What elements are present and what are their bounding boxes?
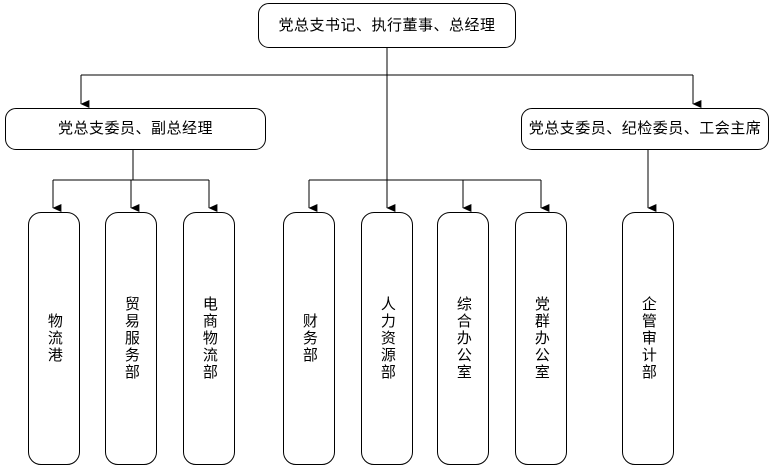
node-party-member-discipline-union-chair[interactable]: 党总支委员、纪检委员、工会主席 bbox=[521, 108, 769, 150]
node-label: 人力资源部 bbox=[378, 296, 396, 381]
node-logistics-port[interactable]: 物流港 bbox=[28, 212, 80, 465]
node-label: 物流港 bbox=[45, 313, 63, 364]
node-party-mass-work-office[interactable]: 党群办公室 bbox=[515, 212, 567, 465]
node-human-resources-dept[interactable]: 人力资源部 bbox=[361, 212, 413, 465]
node-ecommerce-logistics-dept[interactable]: 电商物流部 bbox=[183, 212, 235, 465]
node-finance-dept[interactable]: 财务部 bbox=[283, 212, 335, 465]
node-label: 党总支书记、执行董事、总经理 bbox=[278, 16, 496, 34]
node-trade-service-dept[interactable]: 贸易服务部 bbox=[105, 212, 157, 465]
node-label: 财务部 bbox=[300, 313, 318, 364]
node-general-office[interactable]: 综合办公室 bbox=[437, 212, 489, 465]
node-party-member-deputy-gm[interactable]: 党总支委员、副总经理 bbox=[5, 108, 266, 150]
node-enterprise-management-audit-dept[interactable]: 企管审计部 bbox=[622, 212, 674, 465]
node-label: 党群办公室 bbox=[532, 296, 550, 381]
node-party-secretary-director-gm[interactable]: 党总支书记、执行董事、总经理 bbox=[258, 3, 516, 48]
node-label: 党总支委员、纪检委员、工会主席 bbox=[528, 120, 762, 137]
node-label: 企管审计部 bbox=[639, 296, 657, 381]
node-label: 党总支委员、副总经理 bbox=[57, 120, 213, 137]
node-label: 综合办公室 bbox=[454, 296, 472, 381]
node-label: 贸易服务部 bbox=[122, 296, 140, 381]
node-label: 电商物流部 bbox=[200, 296, 218, 381]
